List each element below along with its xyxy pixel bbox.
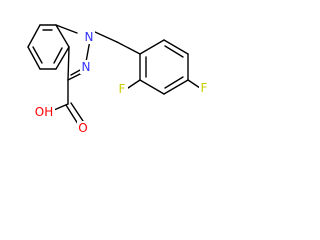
- atom-labels: N N F F OH O: [33, 30, 210, 135]
- difluorophenyl-ring: [139, 39, 189, 95]
- atom-bg: [80, 60, 92, 74]
- bond: [27, 24, 41, 48]
- atom-f-ortho: F: [119, 82, 126, 96]
- bond: [27, 46, 41, 70]
- carboxyl-group: [53, 79, 84, 125]
- bond-ch2-aryl: [116, 41, 141, 55]
- atom-f-para: F: [201, 81, 208, 95]
- atom-n2: N: [82, 60, 91, 74]
- bond-c-f-ortho: [127, 79, 141, 89]
- bond-c-o-double: [65, 104, 79, 125]
- atom-bg: [83, 30, 95, 44]
- bond-double-inner: [164, 45, 184, 58]
- atom-bg: [33, 105, 55, 119]
- bond: [163, 79, 189, 95]
- bond-double-inner: [32, 46, 43, 64]
- atom-n1: N: [85, 30, 94, 44]
- atom-oh: OH: [35, 105, 53, 119]
- bond-double-inner: [53, 47, 63, 64]
- atom-o-carbonyl: O: [78, 121, 87, 135]
- atom-bg: [117, 82, 128, 96]
- bond-double-inner: [164, 76, 184, 89]
- bond: [67, 46, 70, 81]
- bond: [139, 79, 165, 95]
- bond-c-o-double: [70, 102, 84, 122]
- bond: [55, 24, 70, 48]
- bond: [55, 46, 70, 70]
- atom-bg: [77, 121, 89, 135]
- bond: [163, 39, 189, 55]
- bond: [55, 24, 78, 34]
- benzo-ring: [27, 24, 70, 70]
- bond-n-ch2: [94, 31, 118, 43]
- bond: [139, 39, 165, 55]
- bond-c-f-para: [187, 79, 201, 89]
- molecule-structure: N N F F OH O: [27, 24, 210, 135]
- atom-bg: [199, 81, 210, 95]
